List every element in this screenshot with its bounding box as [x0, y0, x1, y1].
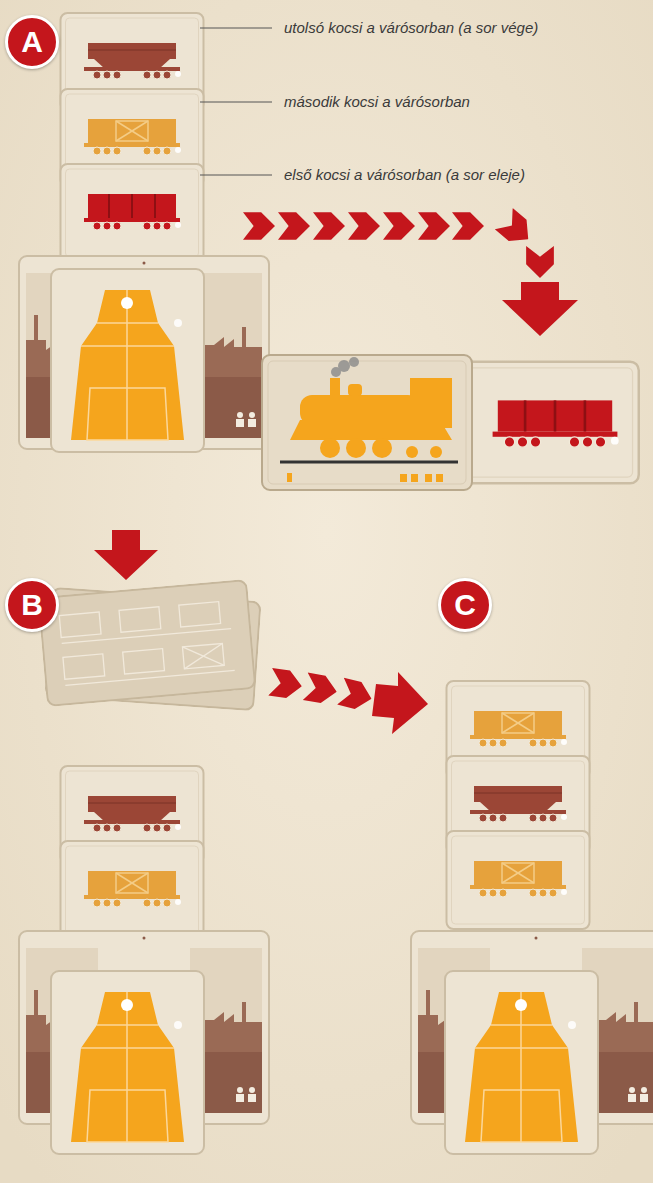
card-deck	[39, 580, 256, 706]
wagon-card	[447, 831, 590, 929]
locomotive-card	[445, 971, 598, 1154]
card-frame	[268, 361, 466, 484]
chevron	[418, 212, 450, 240]
leader-lines	[200, 28, 272, 175]
leader-line	[200, 175, 272, 176]
callout-letter: A	[21, 25, 43, 59]
callout-circle: A	[5, 15, 59, 69]
box-wagon	[84, 871, 181, 907]
chevron	[383, 212, 415, 240]
gondola-wagon	[84, 194, 181, 230]
callout-circle: B	[5, 578, 59, 632]
down-arrow	[94, 530, 158, 580]
stack-c	[411, 681, 653, 1154]
callout-text: első kocsi a várósorban (a sor eleje)	[284, 166, 525, 183]
locomotive-card	[51, 971, 204, 1154]
chevron-arrow	[268, 668, 428, 734]
chevron	[526, 246, 554, 278]
arrow-head	[502, 282, 578, 336]
stack-a	[19, 13, 269, 452]
locomotive-side	[290, 378, 452, 458]
rail	[280, 461, 458, 464]
callout-text: második kocsi a várósorban	[284, 93, 470, 110]
box-wagon	[84, 119, 181, 155]
hopper-wagon	[84, 43, 181, 79]
leader-line	[200, 102, 272, 103]
callout-circle: C	[438, 578, 492, 632]
chevron	[268, 668, 304, 700]
chevron	[313, 212, 345, 240]
chevron	[337, 678, 375, 713]
stack-b	[19, 766, 269, 1154]
callout-letter: C	[454, 588, 476, 622]
callout-text: utolsó kocsi a várósorban (a sor vége)	[284, 19, 538, 36]
wagon-card	[61, 841, 204, 939]
chevron	[452, 212, 484, 240]
callout-letter: B	[21, 588, 43, 622]
hopper-wagon	[470, 786, 567, 822]
smoke	[331, 357, 359, 377]
chevron-arrow	[243, 208, 578, 336]
gondola-wagon	[493, 400, 619, 447]
wagon-card	[61, 164, 204, 262]
chevron	[495, 208, 537, 250]
train	[262, 355, 639, 490]
arrow-head	[372, 672, 428, 734]
box-wagon	[470, 711, 567, 747]
hopper-wagon	[84, 796, 181, 832]
locomotive-card	[262, 355, 472, 490]
card-icons	[287, 473, 443, 482]
leader-line	[200, 28, 272, 29]
chevron	[278, 212, 310, 240]
chevron	[243, 212, 275, 240]
wagon-card	[461, 362, 639, 484]
chevron	[348, 212, 380, 240]
locomotive-card	[51, 269, 204, 452]
chevron	[303, 673, 339, 706]
box-wagon	[470, 861, 567, 897]
